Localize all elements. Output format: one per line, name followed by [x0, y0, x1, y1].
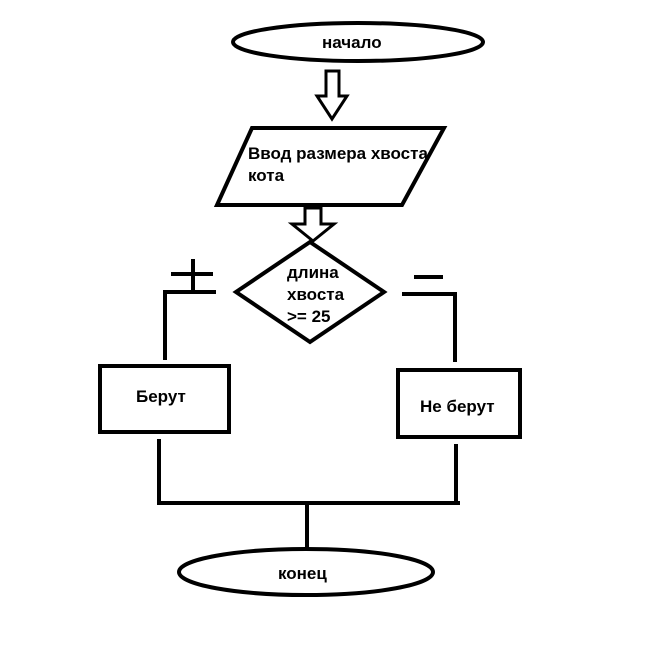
yes-branch-label: Берут: [136, 387, 186, 406]
decision-label-line2: хвоста: [287, 285, 345, 304]
connector-yes-branch: [163, 290, 216, 360]
start-terminator: [231, 21, 485, 63]
process-box-yes: [98, 364, 231, 434]
end-terminator: [177, 547, 435, 597]
input-parallelogram: [213, 126, 448, 207]
arrow-start-to-input: [314, 69, 350, 122]
arrow-input-to-decision: [287, 206, 339, 243]
input-label-line2: кота: [248, 166, 285, 185]
start-label: начало: [322, 33, 382, 52]
process-box-no: [396, 368, 522, 439]
input-label-line1: Ввод размера хвоста: [248, 144, 428, 163]
no-branch-label: Не берут: [420, 397, 495, 416]
decision-label-line3: >= 25: [287, 307, 331, 326]
decision-diamond: [232, 239, 388, 345]
connector-no-branch: [402, 292, 457, 362]
decision-label-line1: длина: [287, 263, 339, 282]
end-label: конец: [278, 564, 327, 583]
